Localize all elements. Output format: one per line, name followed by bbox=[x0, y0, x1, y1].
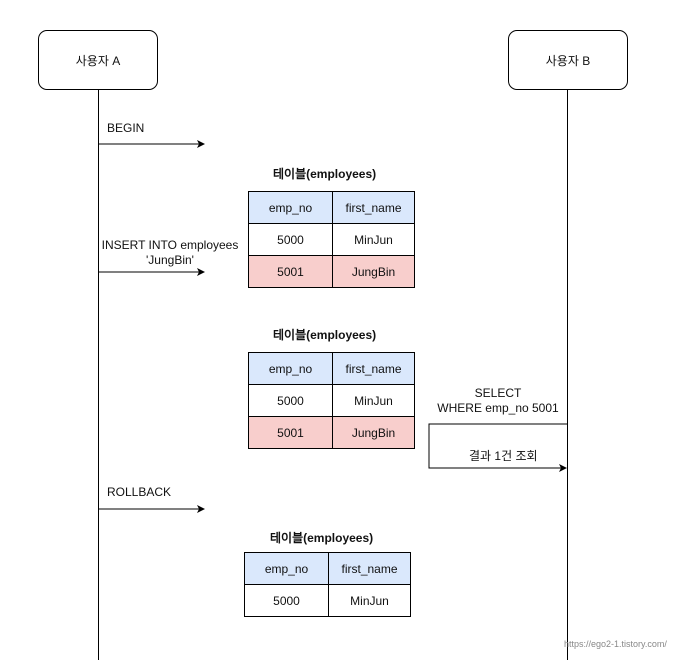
table-1-title: 테이블(employees) bbox=[273, 167, 377, 181]
table-cell-first-name: MinJun bbox=[328, 584, 411, 617]
table-cell-emp-no: 5000 bbox=[248, 384, 333, 417]
select-arrow bbox=[428, 423, 567, 472]
table-cell-first-name: JungBin bbox=[332, 416, 415, 449]
table-header-row: emp_no first_name bbox=[248, 352, 415, 385]
select-label-line2: WHERE emp_no 5001 bbox=[437, 401, 559, 415]
table-3-title: 테이블(employees) bbox=[270, 531, 374, 545]
table-row: 5000 MinJun bbox=[244, 584, 411, 617]
table-cell-emp-no: 5000 bbox=[248, 223, 333, 256]
table-2: emp_no first_name 5000 MinJun 5001 JungB… bbox=[248, 352, 415, 449]
table-cell-emp-no: 5001 bbox=[248, 416, 333, 449]
table-2-title: 테이블(employees) bbox=[273, 328, 377, 342]
table-row-highlighted: 5001 JungBin bbox=[248, 416, 415, 449]
table-header-row: emp_no first_name bbox=[248, 191, 415, 224]
actor-user-b: 사용자 B bbox=[508, 30, 628, 90]
table-cell-first-name: MinJun bbox=[332, 223, 415, 256]
column-header-emp-no: emp_no bbox=[248, 352, 333, 385]
table-row-highlighted: 5001 JungBin bbox=[248, 255, 415, 288]
table-row: 5000 MinJun bbox=[248, 384, 415, 417]
table-1: emp_no first_name 5000 MinJun 5001 JungB… bbox=[248, 191, 415, 288]
select-label: SELECT WHERE emp_no 5001 bbox=[429, 386, 567, 416]
column-header-first-name: first_name bbox=[332, 191, 415, 224]
table-3: emp_no first_name 5000 MinJun bbox=[244, 552, 411, 617]
lifeline-user-b bbox=[567, 90, 568, 660]
insert-label-line2: 'JungBin' bbox=[146, 253, 194, 267]
actor-user-b-label: 사용자 B bbox=[545, 53, 591, 68]
table-cell-emp-no: 5000 bbox=[244, 584, 329, 617]
insert-label-line1: INSERT INTO employees bbox=[101, 238, 239, 252]
column-header-first-name: first_name bbox=[332, 352, 415, 385]
rollback-label: ROLLBACK bbox=[107, 485, 172, 499]
insert-label: INSERT INTO employees 'JungBin' bbox=[98, 238, 242, 268]
result-label: 결과 1건 조회 bbox=[469, 449, 538, 463]
column-header-emp-no: emp_no bbox=[248, 191, 333, 224]
table-cell-emp-no: 5001 bbox=[248, 255, 333, 288]
credit-url: https://ego2-1.tistory.com/ bbox=[564, 639, 667, 649]
column-header-first-name: first_name bbox=[328, 552, 411, 585]
actor-user-a: 사용자 A bbox=[38, 30, 158, 90]
column-header-emp-no: emp_no bbox=[244, 552, 329, 585]
actor-user-a-label: 사용자 A bbox=[75, 53, 121, 68]
table-cell-first-name: JungBin bbox=[332, 255, 415, 288]
table-header-row: emp_no first_name bbox=[244, 552, 411, 585]
table-cell-first-name: MinJun bbox=[332, 384, 415, 417]
begin-label: BEGIN bbox=[107, 121, 145, 135]
lifeline-user-a bbox=[98, 90, 99, 660]
select-label-line1: SELECT bbox=[474, 386, 522, 400]
table-row: 5000 MinJun bbox=[248, 223, 415, 256]
